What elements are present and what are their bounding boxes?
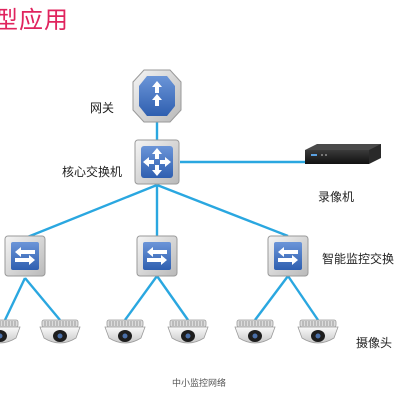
core-switch-label: 核心交换机 [62, 165, 123, 179]
smart-switch-label: 智能监控交换 [322, 252, 395, 266]
access-switch-1-icon [4, 235, 46, 277]
gateway-label: 网关 [90, 101, 115, 115]
camera-4-icon [167, 319, 209, 344]
recorder-icon [305, 144, 381, 164]
network-links [3, 118, 319, 321]
core-switch-icon [134, 139, 180, 185]
cameras [0, 319, 339, 344]
access-switch-2-icon [136, 235, 178, 277]
link-switch3-cam5 [254, 275, 289, 321]
link-core-switch-3 [156, 183, 289, 238]
access-switch-3-icon [267, 235, 309, 277]
link-switch3-cam6 [287, 275, 319, 321]
link-switch1-cam1 [3, 277, 27, 321]
recorder-label: 录像机 [318, 190, 355, 204]
camera-2-icon [39, 319, 81, 344]
gateway-icon [132, 69, 182, 123]
camera-3-icon [104, 319, 146, 344]
link-switch1-cam2 [24, 277, 61, 321]
link-core-switch-1 [24, 183, 158, 240]
camera-5-icon [234, 319, 276, 344]
diagram-caption: 中小监控网络 [172, 379, 227, 389]
link-switch2-cam3 [124, 275, 158, 321]
link-switch2-cam4 [156, 275, 189, 321]
camera-label: 摄像头 [356, 336, 393, 350]
diagram-title: 型应用 [0, 6, 69, 34]
camera-6-icon [297, 319, 339, 344]
camera-1-icon [0, 319, 21, 344]
